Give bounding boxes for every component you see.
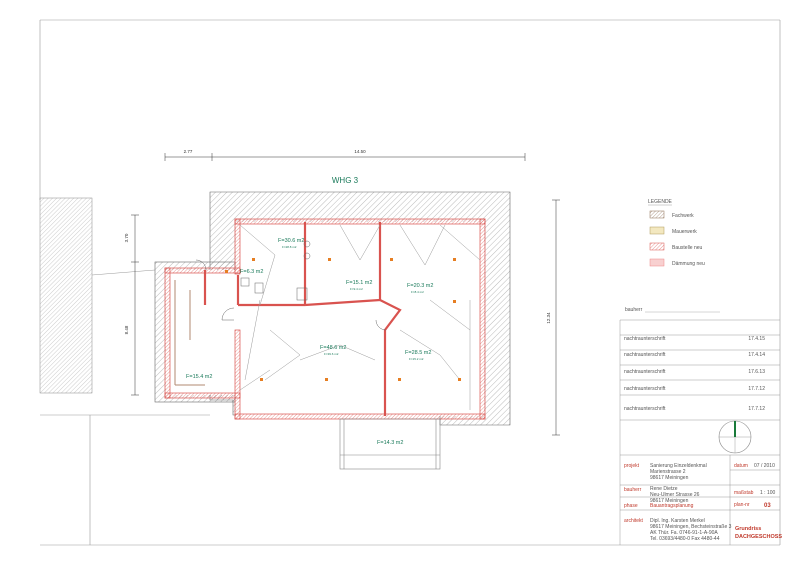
room-area-sub: F=8.4 m2 [411,290,424,294]
dim-right-main: 12.34 [546,312,551,324]
dim-left-top: 3.70 [124,233,129,242]
bauherr-line: Neu-Ulmer Strasse 26 [650,492,700,498]
partition-walls [174,280,205,386]
legend-swatch-baustelle [649,242,665,251]
revision-date: 17.4.15 [748,336,765,342]
legend-title: LEGENDE [648,199,673,205]
revision-label: nachtraunterschrift [624,386,666,392]
architekt-line: Dipl. Ing. Karsten Merkel [650,518,705,524]
dimension-left: 3.70 8.48 [124,214,139,396]
projekt-line: Sanierung Einzeldenkmal [650,463,707,469]
legend-label: Baustelle neu [672,245,703,251]
room-area-sub: F=28.8 m2 [282,245,297,249]
room-area: F=15.4 m2 [186,374,212,380]
room-area: F=48.6 m2 [320,345,346,351]
architekt-label: architekt [624,518,644,524]
balcony [339,418,441,470]
room-area-sub: F=15.2 m2 [409,357,424,361]
plan-title: WHG 3 [332,176,359,185]
room-area: F=20.3 m2 [407,283,433,289]
title-block [619,319,780,545]
legend-swatch-mauerwerk [649,226,665,235]
room-area: F=15.1 m2 [346,280,372,286]
room-area: F=30.6 m2 [278,238,304,244]
phase-value: Bauantragsplanung [650,503,694,509]
datum-value: 07 / 2010 [754,463,775,469]
floor-annex [166,270,238,395]
legend-label: Dämmung neu [672,261,705,267]
projekt-line: 98617 Meiningen [650,475,689,481]
room-labels: F=30.6 m2 F=28.8 m2 F=6.3 m2 F=15.1 m2 F… [186,238,433,446]
architekt-line: Tel. 03693/4480-0 Fax 4480-44 [650,536,720,542]
neighbour-building [39,197,93,394]
dim-top-main: 14.50 [354,149,366,154]
north-arrow [718,420,752,454]
datum-label: datum [734,463,748,469]
roof-lines [239,224,481,410]
plan-nr-value: 03 [764,503,771,509]
legend-label: Mauerwerk [672,229,697,235]
floor-main [236,222,484,416]
bauherr-label: bauherr [625,307,643,313]
revision-date: 17.6.13 [748,369,765,375]
revision-list: nachtraunterschrift 17.4.15 nachtraunter… [624,336,765,412]
architekt-line: 98617 Meiningen, Bechsteinstraße 3 [650,524,732,530]
massstab-label: maßstab [734,490,754,496]
dim-top-left: 2.77 [184,149,193,154]
posts [225,258,461,381]
revision-date: 17.4.14 [748,352,765,358]
bauherr2-label: bauherr [624,487,642,493]
room-area: F=14.3 m2 [377,440,403,446]
doors [195,259,387,331]
dim-left-main: 8.48 [124,325,129,334]
revision-date: 17.7.12 [748,406,765,412]
projekt-label: projekt [624,463,640,469]
sheet-frame [39,19,781,546]
bathroom-fixtures [240,240,311,301]
revision-label: nachtraunterschrift [624,352,666,358]
outer-walls [164,218,486,420]
dimension-top: 2.77 14.50 [164,149,526,161]
boundary-line [91,269,156,276]
massstab-value: 1 : 100 [760,490,776,496]
architekt-line: AK Thür. Fa. 0746-91-1-A-90A [650,530,718,536]
room-area: F=28.5 m2 [405,350,431,356]
legend: LEGENDE Fachwerk Mauerwerk Baustelle neu… [648,199,705,267]
plan-nr-label: plan-nr [734,502,750,508]
bauherr-line: Rene Dietze [650,486,678,492]
revision-label: nachtraunterschrift [624,336,666,342]
projekt-line: Marienstrasse 2 [650,469,686,475]
revision-label: nachtraunterschrift [624,406,666,412]
room-area-sub: F=9.4 m2 [350,287,363,291]
phase-label: phase [624,503,638,509]
dimension-right: 12.34 [546,199,560,436]
room-area: F=6.3 m2 [240,269,263,275]
revision-label: nachtraunterschrift [624,369,666,375]
drawing-title-2: DACHGESCHOSS [735,534,782,540]
interior-walls [203,222,402,416]
drawing-title-1: Grundriss [735,526,761,532]
bauherr-line: 98617 Meiningen [650,498,689,504]
legend-swatch-daemmung [649,258,665,267]
room-area-sub: F=39.6 m2 [324,352,339,356]
revision-date: 17.7.12 [748,386,765,392]
legend-swatch-fachwerk [649,210,665,219]
legend-label: Fachwerk [672,213,694,219]
